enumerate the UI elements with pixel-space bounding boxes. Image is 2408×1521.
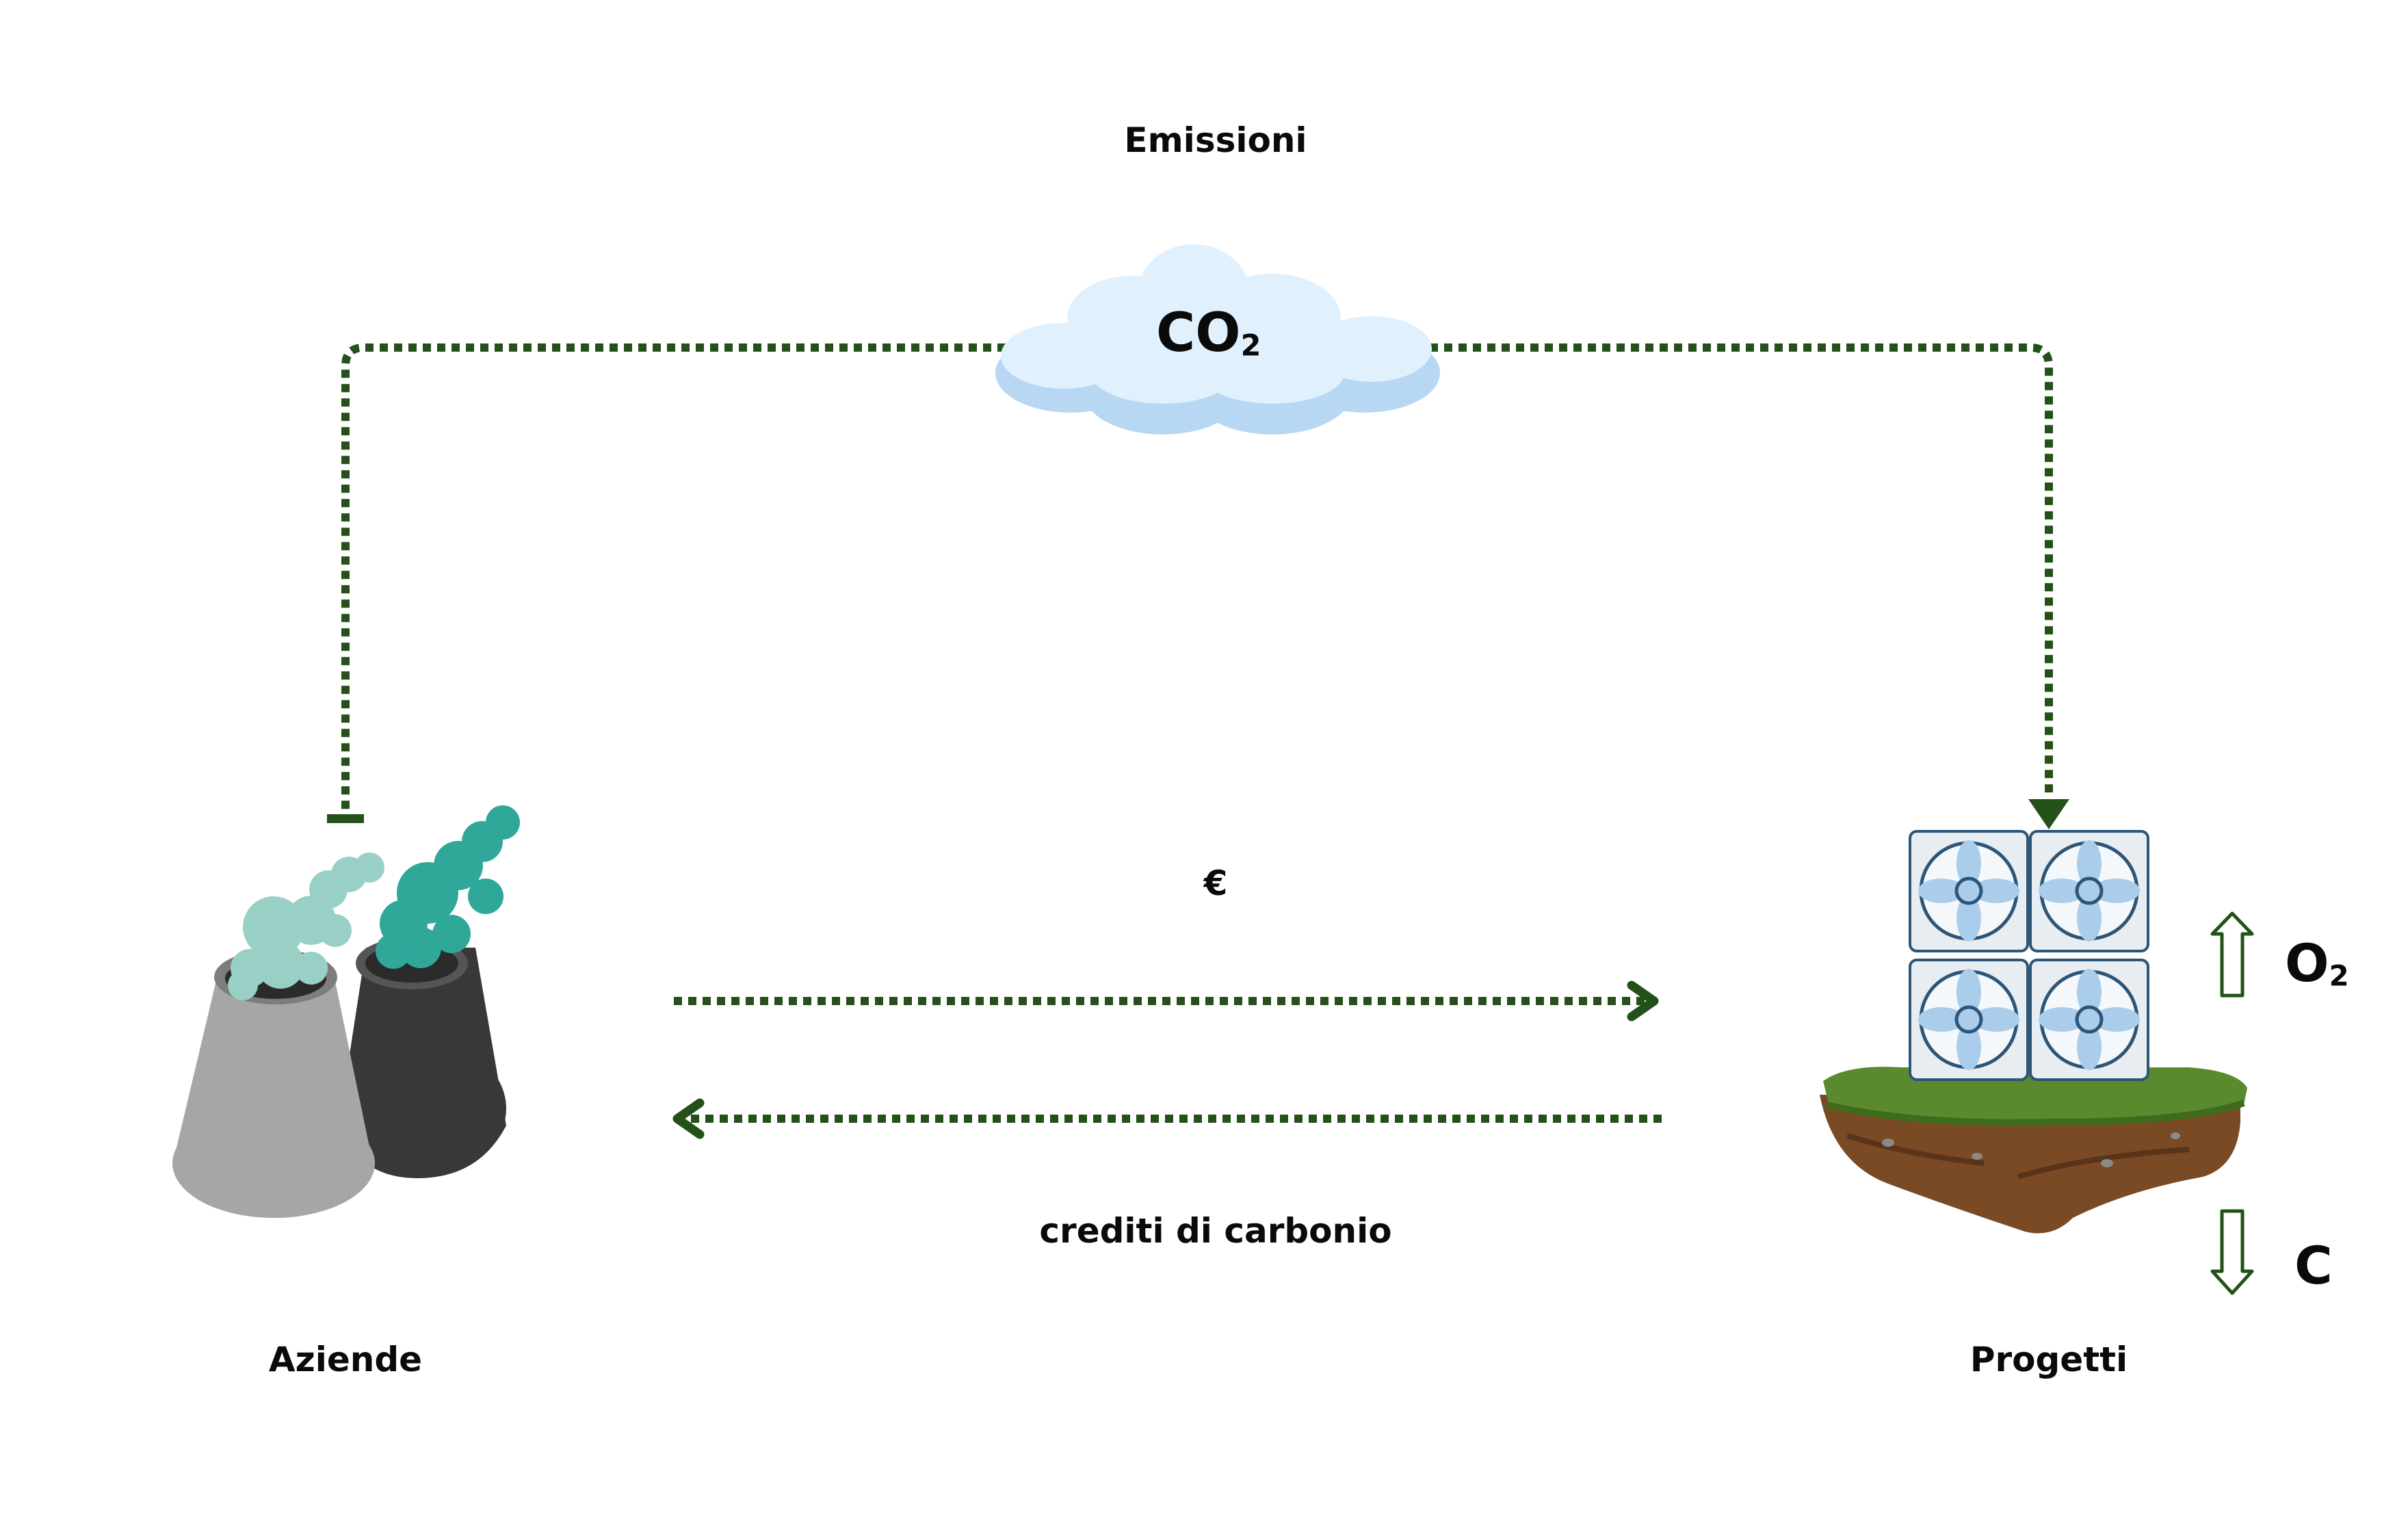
cloud-icon — [995, 244, 1440, 434]
arrow-up-icon — [2210, 911, 2254, 998]
fan-unit — [2029, 830, 2149, 952]
flow-line-cloud-to-progetti — [1430, 343, 2053, 794]
carbon-label: C — [2294, 1235, 2333, 1296]
flow-line-cloud-to-aziende — [341, 343, 1006, 813]
fan-unit — [1909, 959, 2029, 1081]
arrowhead-right-euro — [1627, 980, 1659, 1022]
arrowhead-left-credits — [672, 1098, 705, 1139]
aziende-label: Aziende — [268, 1340, 423, 1379]
cooling-towers-icon — [172, 805, 520, 1218]
arrow-down-icon — [2210, 1209, 2254, 1295]
co2-label: CO2 — [1156, 302, 1261, 364]
fan-array-icon — [1909, 830, 2149, 1081]
credits-label: crediti di carbonio — [1039, 1211, 1392, 1251]
progetti-label: Progetti — [1969, 1340, 2128, 1379]
arrowhead-down-progetti — [2028, 799, 2069, 829]
fan-unit — [1909, 830, 2029, 952]
exchange-flow-lines — [674, 997, 1662, 1123]
floating-island-icon — [1820, 1067, 2247, 1234]
block-end-marker — [327, 814, 364, 823]
diagram-title: Emissioni — [1124, 120, 1307, 160]
fan-unit — [2029, 959, 2149, 1081]
oxygen-label: O2 — [2285, 933, 2349, 993]
payment-label: € — [1203, 863, 1228, 903]
